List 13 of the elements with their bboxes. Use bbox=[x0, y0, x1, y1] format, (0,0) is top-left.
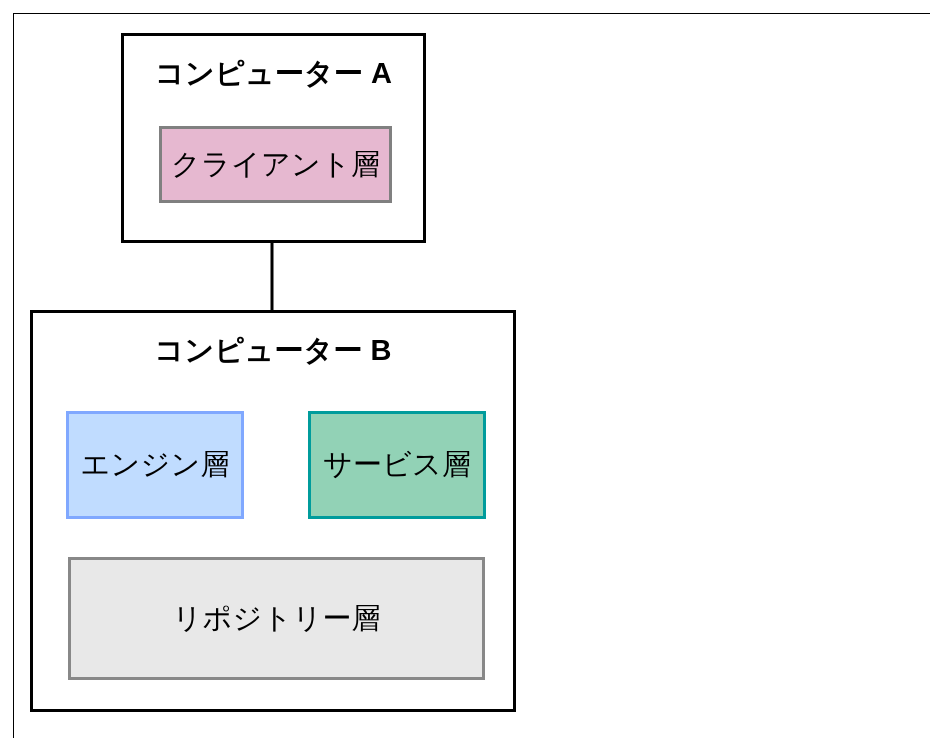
computer-title: コンピューター A bbox=[155, 57, 392, 92]
tier-label: サービス層 bbox=[323, 448, 471, 483]
tier-box bbox=[68, 557, 485, 680]
computer-title: コンピューター B bbox=[154, 334, 392, 369]
connector-line bbox=[270, 243, 274, 310]
tier-label: エンジン層 bbox=[80, 448, 230, 483]
tier-box bbox=[159, 126, 392, 203]
computer-box bbox=[30, 310, 516, 712]
computer-box bbox=[121, 33, 426, 243]
tier-box bbox=[66, 411, 244, 519]
tier-label: リポジトリー層 bbox=[172, 602, 380, 636]
tier-label: クライアント層 bbox=[171, 148, 380, 182]
tier-box bbox=[308, 411, 486, 519]
